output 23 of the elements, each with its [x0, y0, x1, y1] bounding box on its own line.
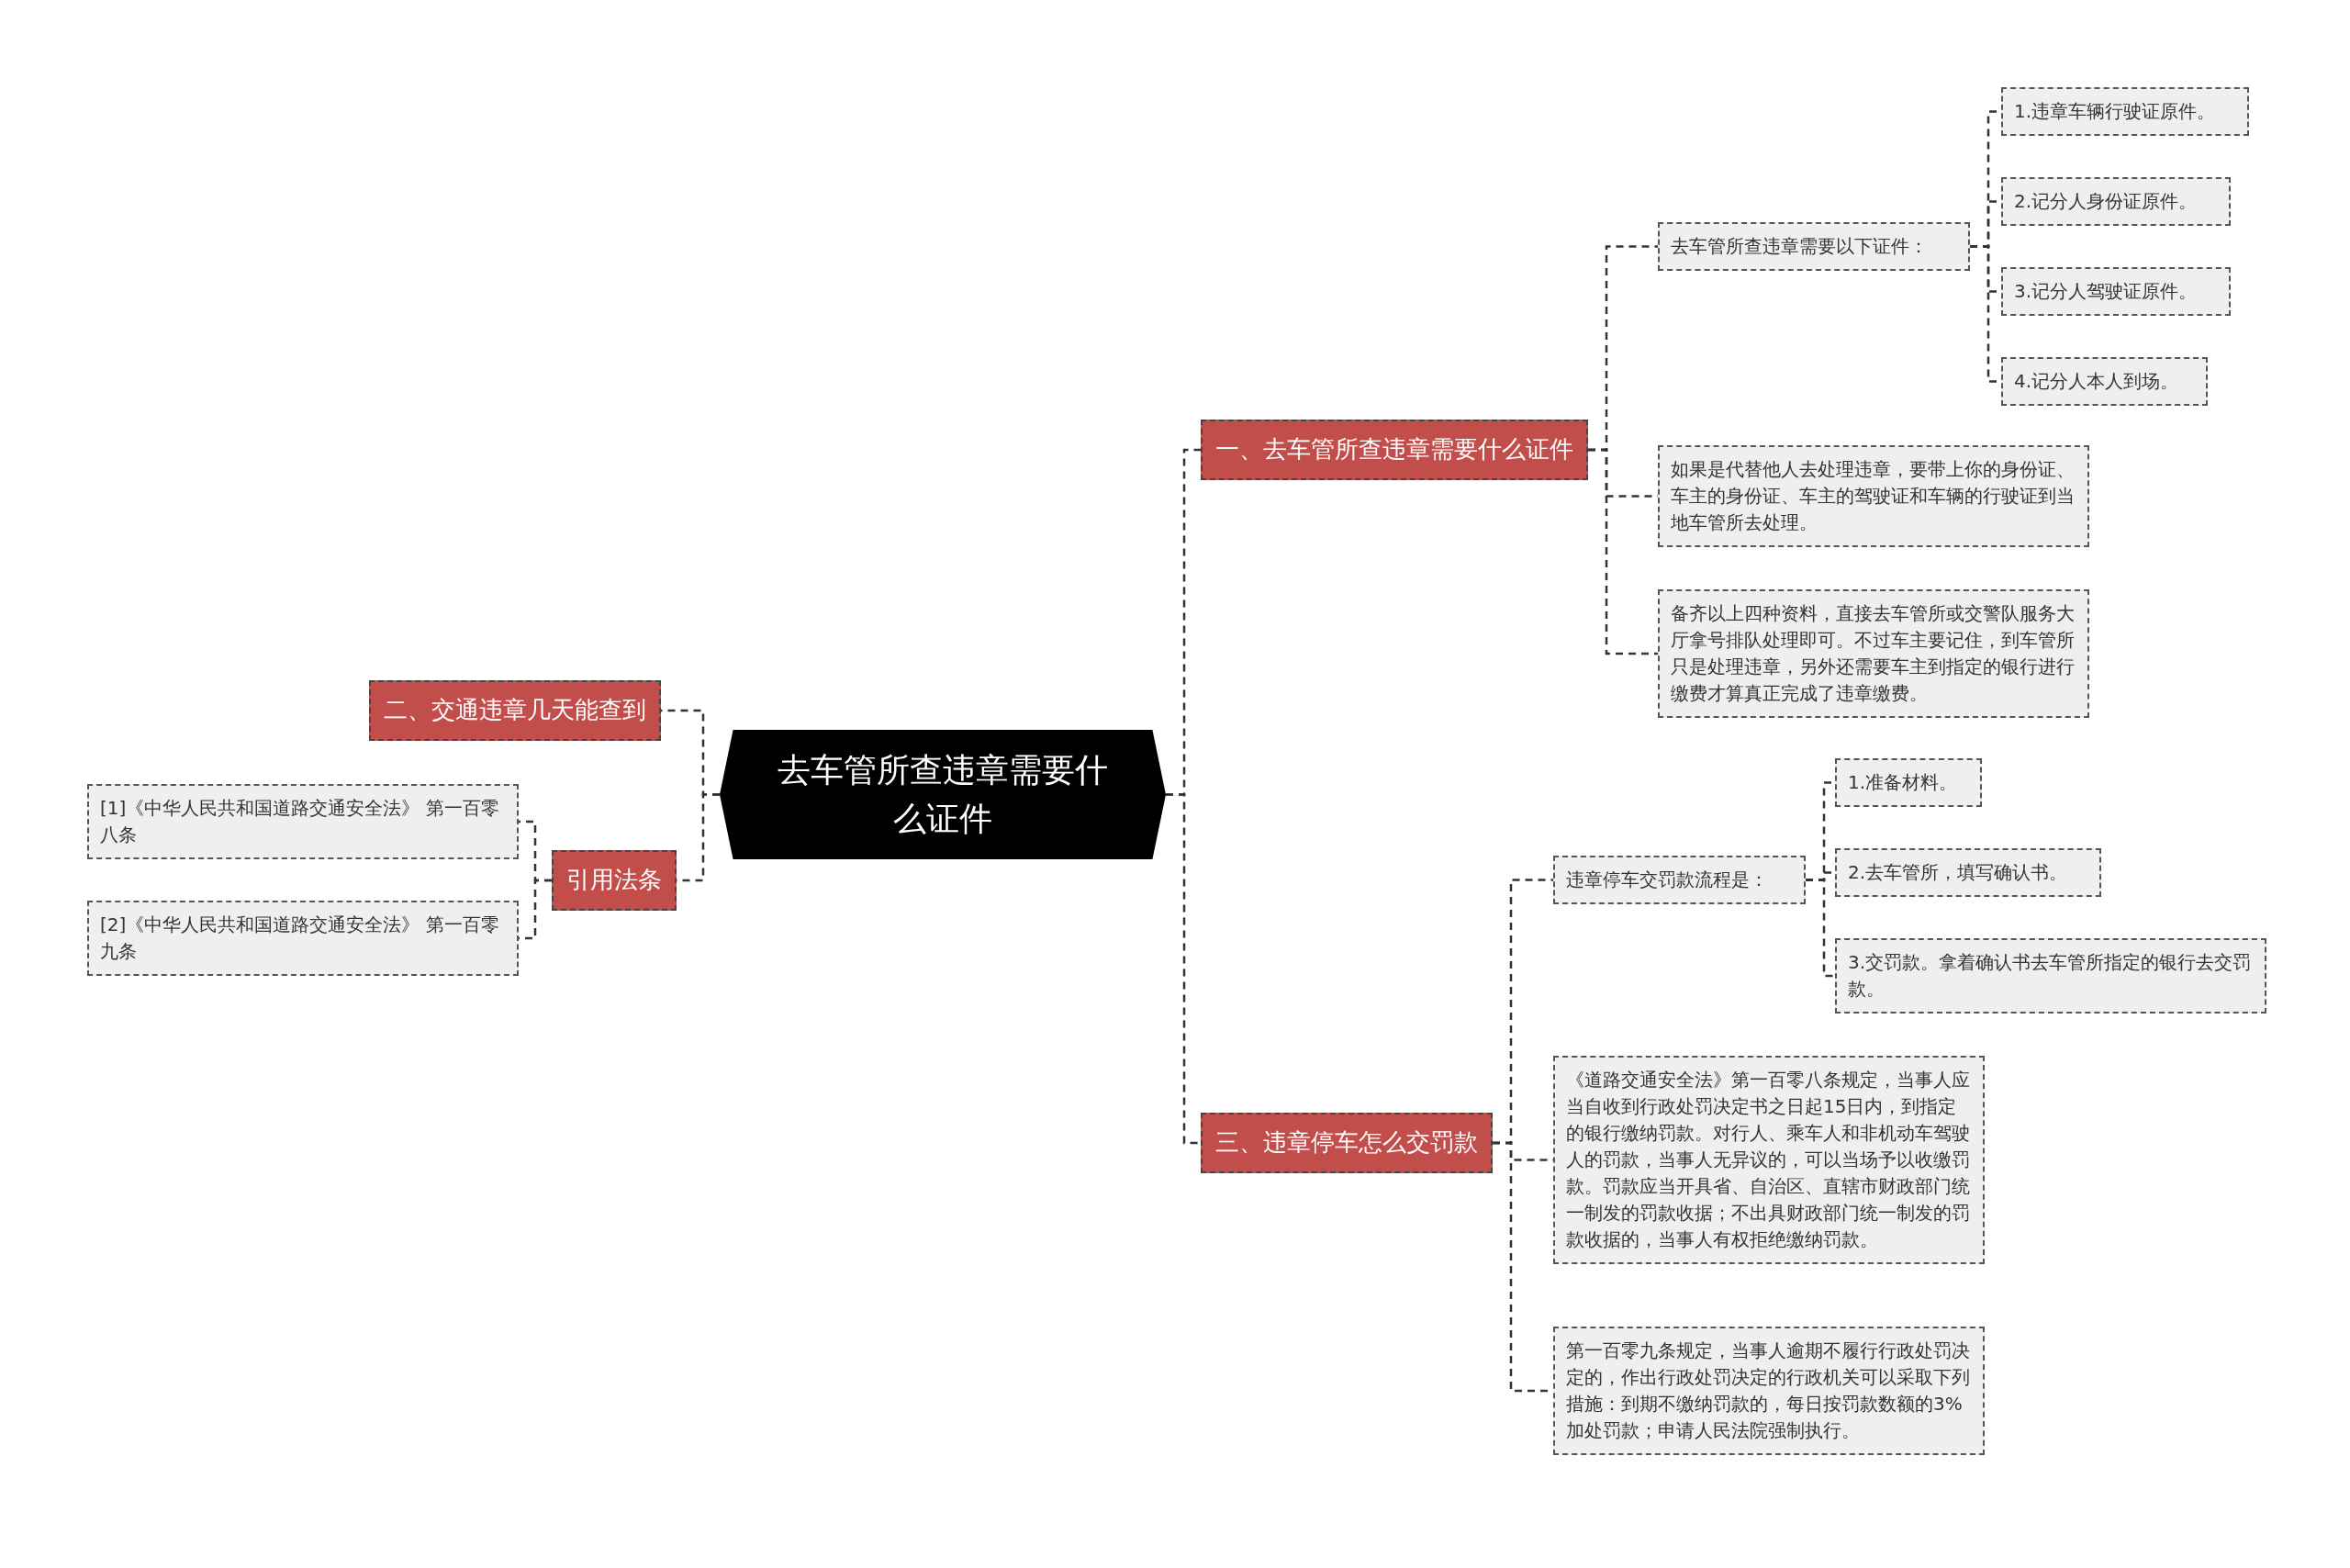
- note-box: [2]《中华人民共和国道路交通安全法》 第一百零九条: [87, 901, 519, 976]
- topic-box: 三、违章停车怎么交罚款: [1201, 1113, 1493, 1173]
- note-box: 《道路交通安全法》第一百零八条规定，当事人应当自收到行政处罚决定书之日起15日内，到指定的银行缴纳罚款。对行人、乘车人和非机动车驾驶人的罚款，当事人无异议的，可以当场予以收缴罚款。罚款应当开具省、自治区、直辖市财政部门统一制发的罚款收据；不出具财政部门统一制发的罚款收据的，当事人有权拒绝缴纳罚款。: [1553, 1056, 1985, 1264]
- note-box: 去车管所查违章需要以下证件：: [1658, 222, 1970, 271]
- note-box: 违章停车交罚款流程是：: [1553, 856, 1806, 904]
- note-box: 备齐以上四种资料，直接去车管所或交警队服务大厅拿号排队处理即可。不过车主要记住，到车管所只是处理违章，另外还需要车主到指定的银行进行缴费才算真正完成了违章缴费。: [1658, 589, 2089, 718]
- topic-box: 一、去车管所查违章需要什么证件: [1201, 420, 1588, 480]
- note-box: 2.记分人身份证原件。: [2001, 177, 2231, 226]
- connector-line: [1806, 879, 1835, 978]
- note-box: 1.准备材料。: [1835, 758, 1982, 807]
- note-box: 3.交罚款。拿着确认书去车管所指定的银行去交罚款。: [1835, 938, 2266, 1014]
- central-topic: 去车管所查违章需要什么证件: [720, 730, 1166, 859]
- connector-line: [1166, 793, 1201, 1145]
- note-box: [1]《中华人民共和国道路交通安全法》 第一百零八条: [87, 784, 519, 859]
- note-box: 如果是代替他人去处理违章，要带上你的身份证、车主的身份证、车主的驾驶证和车辆的行驶证到当地车管所去处理。: [1658, 445, 2089, 547]
- note-box: 3.记分人驾驶证原件。: [2001, 267, 2231, 316]
- topic-box: 引用法条: [552, 850, 677, 911]
- note-box: 4.记分人本人到场。: [2001, 357, 2208, 406]
- note-box: 1.违章车辆行驶证原件。: [2001, 87, 2249, 136]
- connector-line: [1588, 448, 1658, 655]
- note-box: 第一百零九条规定，当事人逾期不履行行政处罚决定的，作出行政处罚决定的行政机关可以采取下列措施：到期不缴纳罚款的，每日按罚款数额的3%加处罚款；申请人民法院强制执行。: [1553, 1327, 1985, 1455]
- note-box: 2.去车管所，填写确认书。: [1835, 848, 2101, 897]
- topic-box: 二、交通违章几天能查到: [369, 680, 661, 741]
